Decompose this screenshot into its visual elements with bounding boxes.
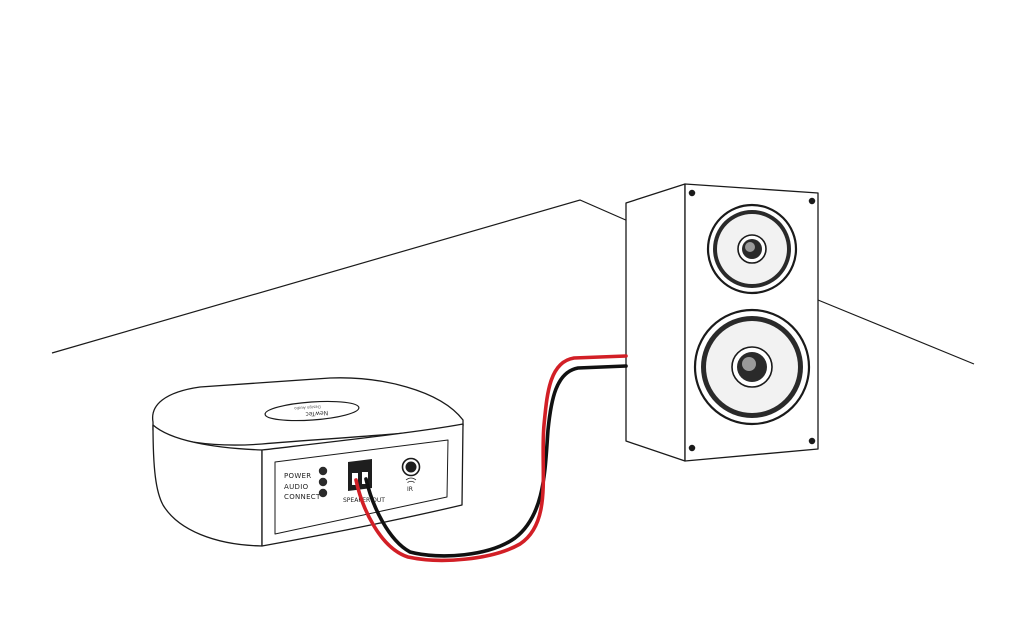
speaker-cable [354, 354, 628, 563]
speaker-screw-icon [688, 189, 696, 197]
indicator-label-power: POWER [284, 472, 311, 480]
receiver-logo-text: NewTec [305, 409, 328, 418]
indicator-label-audio: AUDIO [284, 483, 309, 491]
speaker-side-panel [625, 183, 686, 462]
negative-wire [364, 364, 628, 558]
receiver-logo-subtext: Design Audio [294, 404, 321, 411]
speaker-out-label: SPEAKER OUT [343, 497, 385, 504]
receiver-logo-badge: NewTec Design Audio [264, 400, 360, 422]
speaker-screw-icon [808, 197, 816, 205]
speaker-screw-icon [688, 444, 696, 452]
wall-floor-line-left [51, 199, 629, 354]
audio-receiver: NewTec Design Audio POWER AUDIO CONNECT … [152, 377, 464, 547]
power-led-icon [318, 466, 328, 476]
bookshelf-speaker [625, 183, 819, 462]
ir-label: IR [407, 486, 413, 493]
ir-wave-icon [405, 477, 417, 483]
wall-floor-line-right [817, 299, 975, 365]
speaker-tweeter [706, 203, 798, 295]
connect-led-icon [318, 488, 328, 498]
positive-wire [354, 354, 628, 563]
speaker-woofer [693, 308, 811, 426]
receiver-side [152, 424, 263, 547]
indicator-label-connect: CONNECT [284, 493, 321, 501]
speaker-screw-icon [808, 437, 816, 445]
ir-sensor [401, 457, 421, 477]
receiver-front-panel [274, 439, 449, 535]
audio-led-icon [318, 477, 328, 487]
room-lines [51, 199, 975, 365]
